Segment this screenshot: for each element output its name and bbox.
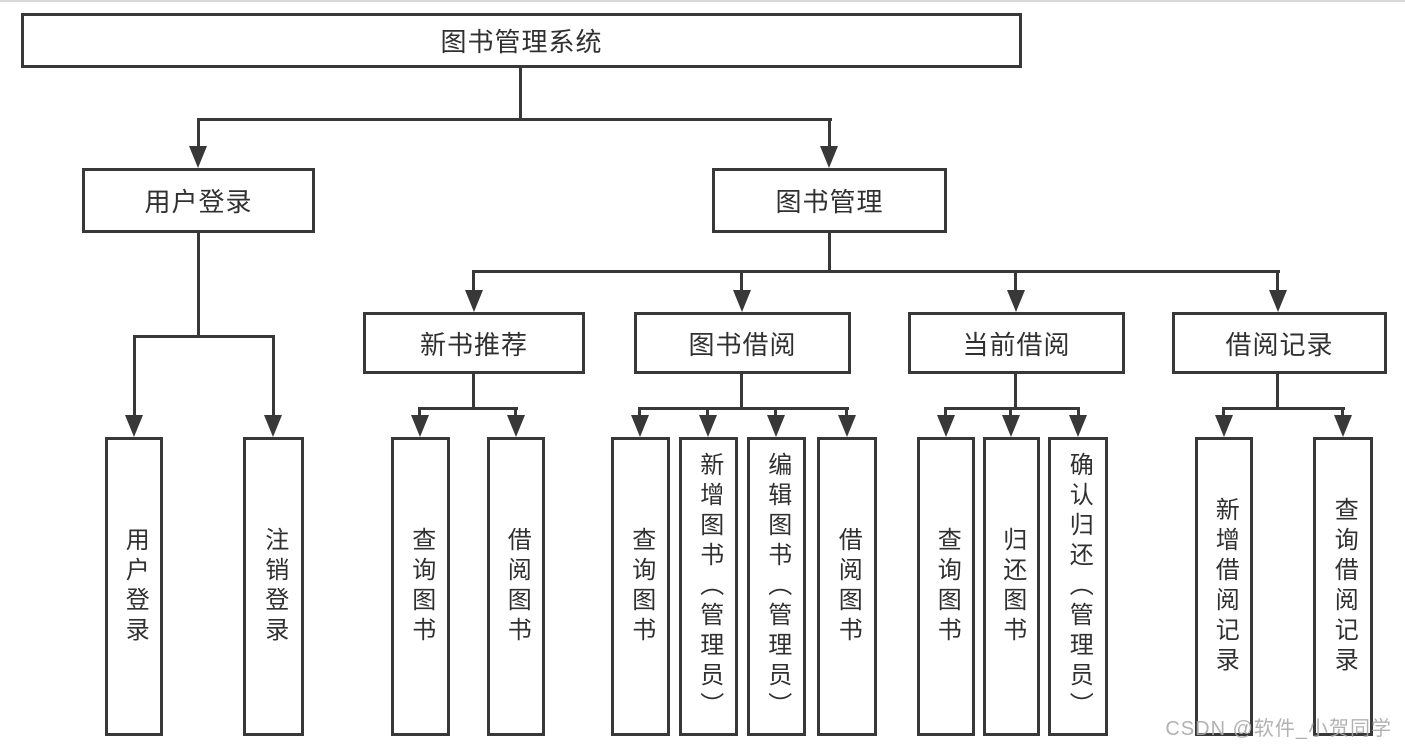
connector-drop	[638, 407, 641, 417]
connector-drop-book-mgmt	[828, 118, 831, 148]
connector-drop	[514, 407, 517, 417]
connector-drop-recommend	[472, 270, 475, 292]
arrow-down-icon	[189, 146, 207, 168]
leaf-borrow-books: 借阅图书	[817, 437, 877, 736]
node-current-borrowing: 当前借阅	[908, 312, 1125, 374]
connector-borrowing-rail	[638, 407, 849, 410]
node-borrow-records: 借阅记录	[1172, 312, 1387, 374]
arrow-down-icon	[1069, 415, 1087, 437]
connector-drop-user-login	[197, 118, 200, 148]
connector-recommend-stem	[472, 374, 475, 409]
connector-drop	[706, 407, 709, 417]
connector-drop-leaf-login	[133, 335, 136, 417]
connector-drop-records	[1276, 270, 1279, 292]
arrow-down-icon	[631, 415, 649, 437]
leaf-user-login: 用户登录	[105, 437, 163, 736]
connector-bookmgmt-stem	[828, 232, 831, 272]
leaf-query-borrow-record: 查询借阅记录	[1313, 437, 1373, 736]
top-edge-divider	[0, 0, 1405, 2]
connector-borrowing-stem	[740, 374, 743, 409]
arrow-down-icon	[465, 290, 483, 312]
connector-drop-leaf-logout	[272, 335, 275, 417]
node-new-book-recommend: 新书推荐	[363, 312, 585, 374]
connector-drop	[944, 407, 947, 417]
arrow-down-icon	[507, 415, 525, 437]
connector-drop	[1009, 407, 1012, 417]
arrow-down-icon	[733, 290, 751, 312]
connector-current-rail	[944, 407, 1080, 410]
csdn-watermark: CSDN @软件_小贺同学	[1165, 718, 1392, 740]
leaf-borrow-books-recommend: 借阅图书	[487, 437, 545, 736]
arrow-down-icon	[1007, 290, 1025, 312]
connector-drop-borrowing	[740, 270, 743, 292]
arrow-down-icon	[937, 415, 955, 437]
connector-drop	[1077, 407, 1080, 417]
arrow-down-icon	[1215, 415, 1233, 437]
leaf-return-book: 归还图书	[983, 437, 1040, 736]
arrow-down-icon	[820, 146, 838, 168]
connector-root-rail	[197, 118, 832, 121]
connector-drop-current	[1014, 270, 1017, 292]
leaf-add-borrow-record: 新增借阅记录	[1195, 437, 1253, 736]
leaf-confirm-return-admin: 确认归还（管理员）	[1048, 437, 1108, 736]
connector-drop	[774, 407, 777, 417]
node-book-borrowing: 图书借阅	[634, 312, 851, 374]
node-library-system: 图书管理系统	[21, 13, 1022, 68]
leaf-edit-book-admin: 编辑图书（管理员）	[747, 437, 806, 736]
connector-drop	[845, 407, 848, 417]
connector-recommend-rail	[418, 407, 518, 410]
connector-root-stem	[519, 68, 522, 118]
leaf-query-books-current: 查询图书	[917, 437, 975, 736]
connector-drop	[1222, 407, 1225, 417]
connector-bookmgmt-rail	[473, 270, 1280, 273]
node-user-login-branch: 用户登录	[82, 168, 315, 233]
connector-userlogin-stem	[197, 233, 200, 337]
arrow-down-icon	[1269, 290, 1287, 312]
arrow-down-icon	[1334, 415, 1352, 437]
leaf-query-books-recommend: 查询图书	[391, 437, 450, 736]
connector-userlogin-rail	[133, 335, 275, 338]
arrow-down-icon	[125, 415, 143, 437]
node-book-management: 图书管理	[712, 168, 947, 233]
arrow-down-icon	[1002, 415, 1020, 437]
arrow-down-icon	[699, 415, 717, 437]
connector-records-rail	[1222, 407, 1345, 410]
arrow-down-icon	[838, 415, 856, 437]
arrow-down-icon	[411, 415, 429, 437]
arrow-down-icon	[264, 415, 282, 437]
leaf-add-book-admin: 新增图书（管理员）	[679, 437, 738, 736]
leaf-query-books-borrowing: 查询图书	[611, 437, 670, 736]
connector-current-stem	[1014, 374, 1017, 409]
connector-records-stem	[1276, 374, 1279, 409]
connector-drop	[418, 407, 421, 417]
arrow-down-icon	[767, 415, 785, 437]
connector-drop	[1341, 407, 1344, 417]
leaf-logout: 注销登录	[243, 437, 304, 736]
